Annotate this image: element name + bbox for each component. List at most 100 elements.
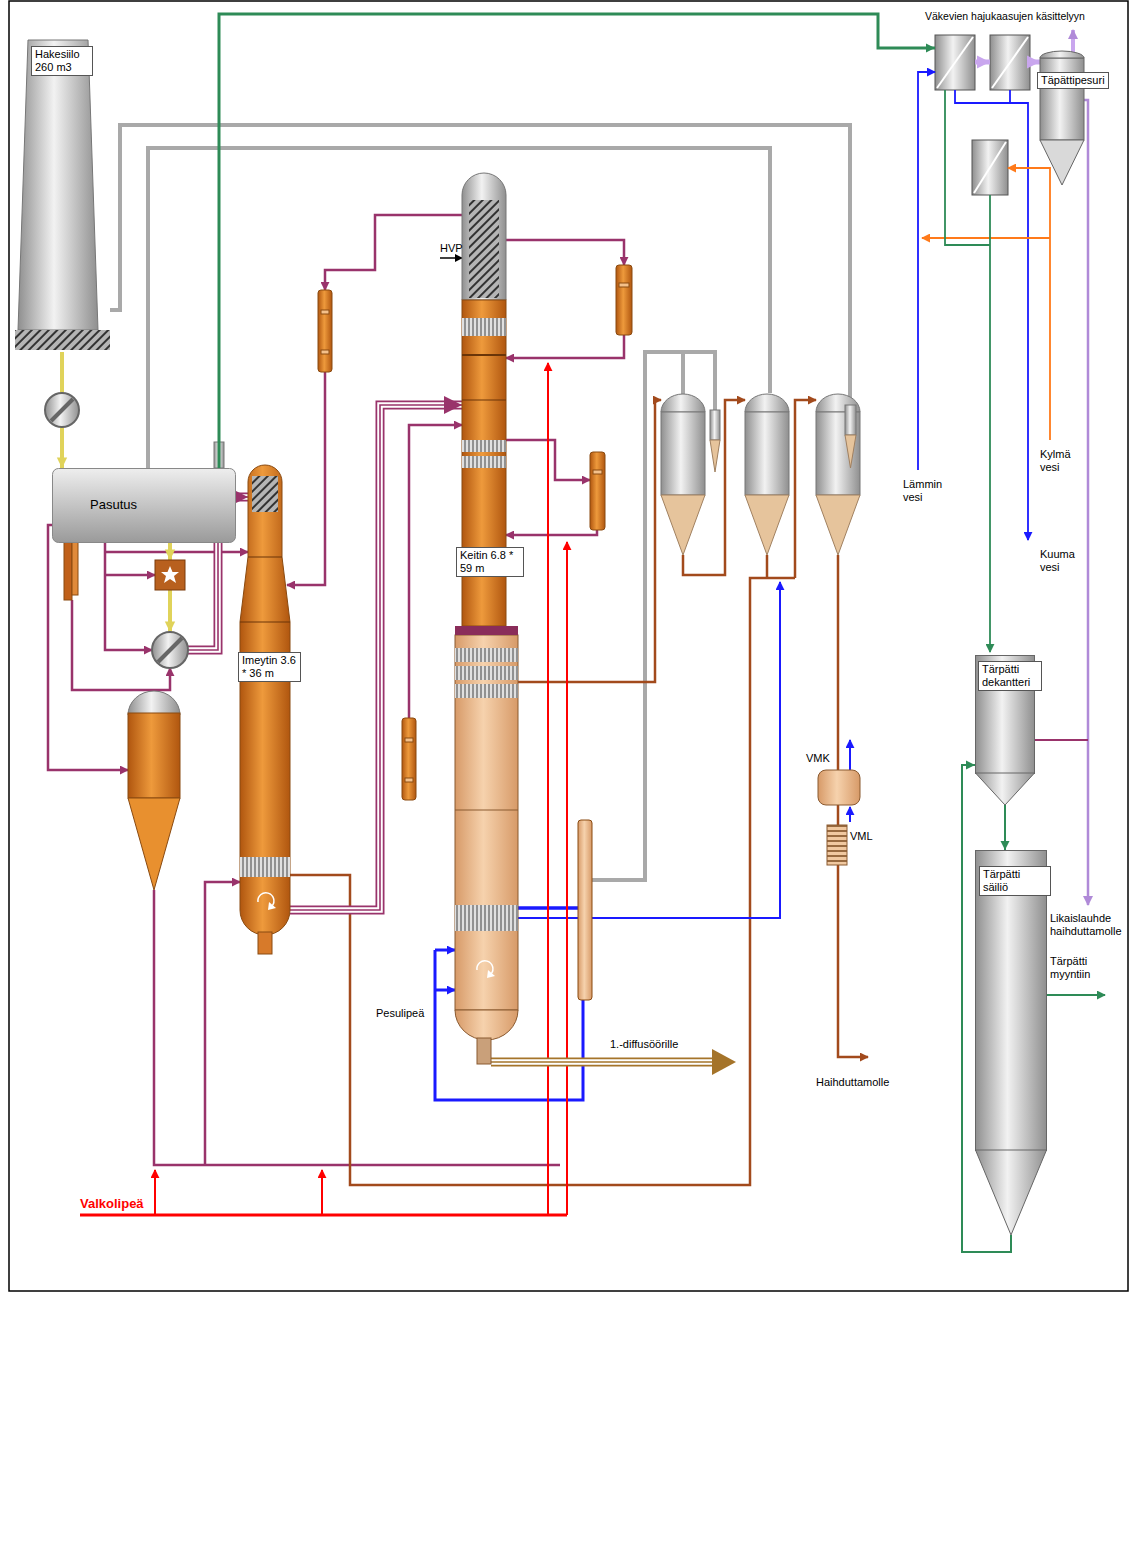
blow-line [491, 1049, 736, 1075]
impregnation-vessel-outline [248, 557, 282, 558]
heat-exchanger [616, 265, 632, 335]
gas-pipe [592, 352, 715, 880]
label-anchor: Väkevien hajukaasujen käsittelyyn [925, 6, 1085, 24]
liquor-pipe [105, 551, 248, 554]
turpentine-scrubber: Täpättipesuri [1035, 50, 1110, 190]
flash-tank [128, 713, 180, 798]
black-liquor-pipe [290, 400, 868, 1185]
connector-line [290, 405, 462, 910]
flash-tank [128, 691, 180, 715]
label-anchor: Kylmä vesi [1040, 448, 1080, 475]
flash-tank [128, 798, 180, 890]
liquor-pipe [506, 530, 597, 535]
stream-label: Kylmä vesi [1040, 448, 1080, 474]
white-liquor-pipe [154, 1170, 156, 1215]
liquor-pipe [506, 335, 624, 358]
turpentine-scrubber-outline [1040, 58, 1084, 140]
flash-cyclone [845, 405, 856, 435]
arrow-head [57, 458, 67, 468]
turpentine-scrubber-outline [1035, 50, 1110, 190]
stream-label: Lämmin vesi [903, 478, 947, 504]
cooler-and-filter [827, 825, 847, 865]
cooler-and-filter [818, 770, 860, 805]
arrow-head [1027, 56, 1040, 69]
vent-gas-pipe [1084, 100, 1088, 905]
stream-label: Haihduttamolle [816, 1076, 889, 1089]
flash-cyclone [710, 410, 720, 440]
black-liquor-pipe [837, 555, 840, 770]
chip-meter [161, 566, 179, 583]
water-pipe [918, 72, 1050, 540]
blow-line [712, 1049, 736, 1075]
label-anchor: Pesulipeä [376, 1003, 424, 1021]
digester-outline [462, 173, 506, 300]
digester-outline [455, 648, 518, 662]
frame [9, 1, 1128, 1291]
digester-outline [452, 170, 522, 1065]
impregnation-vessel-outline [240, 857, 290, 877]
heat-exchanger [619, 283, 629, 287]
condenser [974, 142, 1006, 193]
blow-line [491, 1058, 712, 1067]
vessel-label: Pasutus [90, 497, 137, 513]
condensate-pipe [945, 90, 990, 245]
digester-outline [477, 961, 493, 974]
white-liquor-pipe [566, 542, 568, 1215]
digester-outline [462, 400, 506, 401]
heat-exchanger [402, 718, 416, 800]
label-anchor: VMK [806, 748, 830, 766]
wash-liquor-pipe [849, 740, 851, 770]
turpentine-scrubber-outline [1040, 140, 1084, 185]
connector-line [219, 14, 935, 468]
liquor-pipe [287, 372, 325, 585]
stream-label: Valkolipeä [80, 1196, 144, 1212]
wash-liquor-pipe [435, 989, 455, 992]
steaming-vessel: Pasutus [52, 468, 236, 543]
water-pipe [918, 72, 935, 470]
heat-exchanger [578, 820, 592, 1000]
impregnation-vessel-outline [240, 465, 290, 935]
digester-outline [462, 440, 506, 452]
impregnation-vessel: Imeytin 3.6 * 36 m [238, 462, 301, 957]
heat-exchanger [318, 290, 332, 372]
digester-outline [455, 1010, 518, 1040]
black-liquor-pipe [766, 555, 769, 578]
chip-meter [155, 560, 185, 590]
chip-silo-outline [15, 40, 110, 352]
digester-outline [477, 1038, 491, 1064]
condenser [935, 35, 1030, 195]
liquor-pipe [48, 525, 128, 770]
flash-tank [128, 691, 180, 890]
turpentine-tank-outline [976, 1150, 1047, 1235]
vessel-label: Imeytin 3.6 * 36 m [238, 652, 301, 682]
stream-label: Kuuma vesi [1040, 548, 1080, 574]
water-pipe [1009, 90, 1011, 103]
digester-outline [455, 905, 518, 931]
heat-exchanger [321, 350, 329, 354]
arrow-head [444, 396, 462, 414]
impregnation-vessel-outline [258, 893, 274, 906]
blow-line [491, 1059, 712, 1065]
condenser [937, 37, 973, 88]
impregnation-vessel-outline [258, 932, 272, 954]
condensate-pipe [1047, 994, 1105, 996]
steam-arrow [440, 258, 462, 259]
flow-connector [290, 396, 462, 910]
chip-silo: Hakesiilo 260 m3 [15, 40, 110, 352]
digester-outline [455, 810, 518, 811]
steaming-vessel-outline [52, 468, 236, 543]
digester-outline [455, 666, 518, 680]
impregnation-vessel-outline [240, 622, 290, 623]
vessel-label: Tärpätti säiliö [979, 866, 1051, 896]
stream-label: Tärpätti myyntiin [1050, 955, 1110, 981]
flash-cyclone [710, 440, 720, 472]
rotary-gate [158, 638, 182, 662]
arrow-head [165, 550, 175, 560]
condenser [935, 35, 975, 90]
impregnation-vessel-outline [268, 902, 276, 910]
label-anchor: Lämmin vesi [903, 478, 947, 505]
vessel-label: Keitin 6.8 * 59 m [456, 547, 524, 577]
